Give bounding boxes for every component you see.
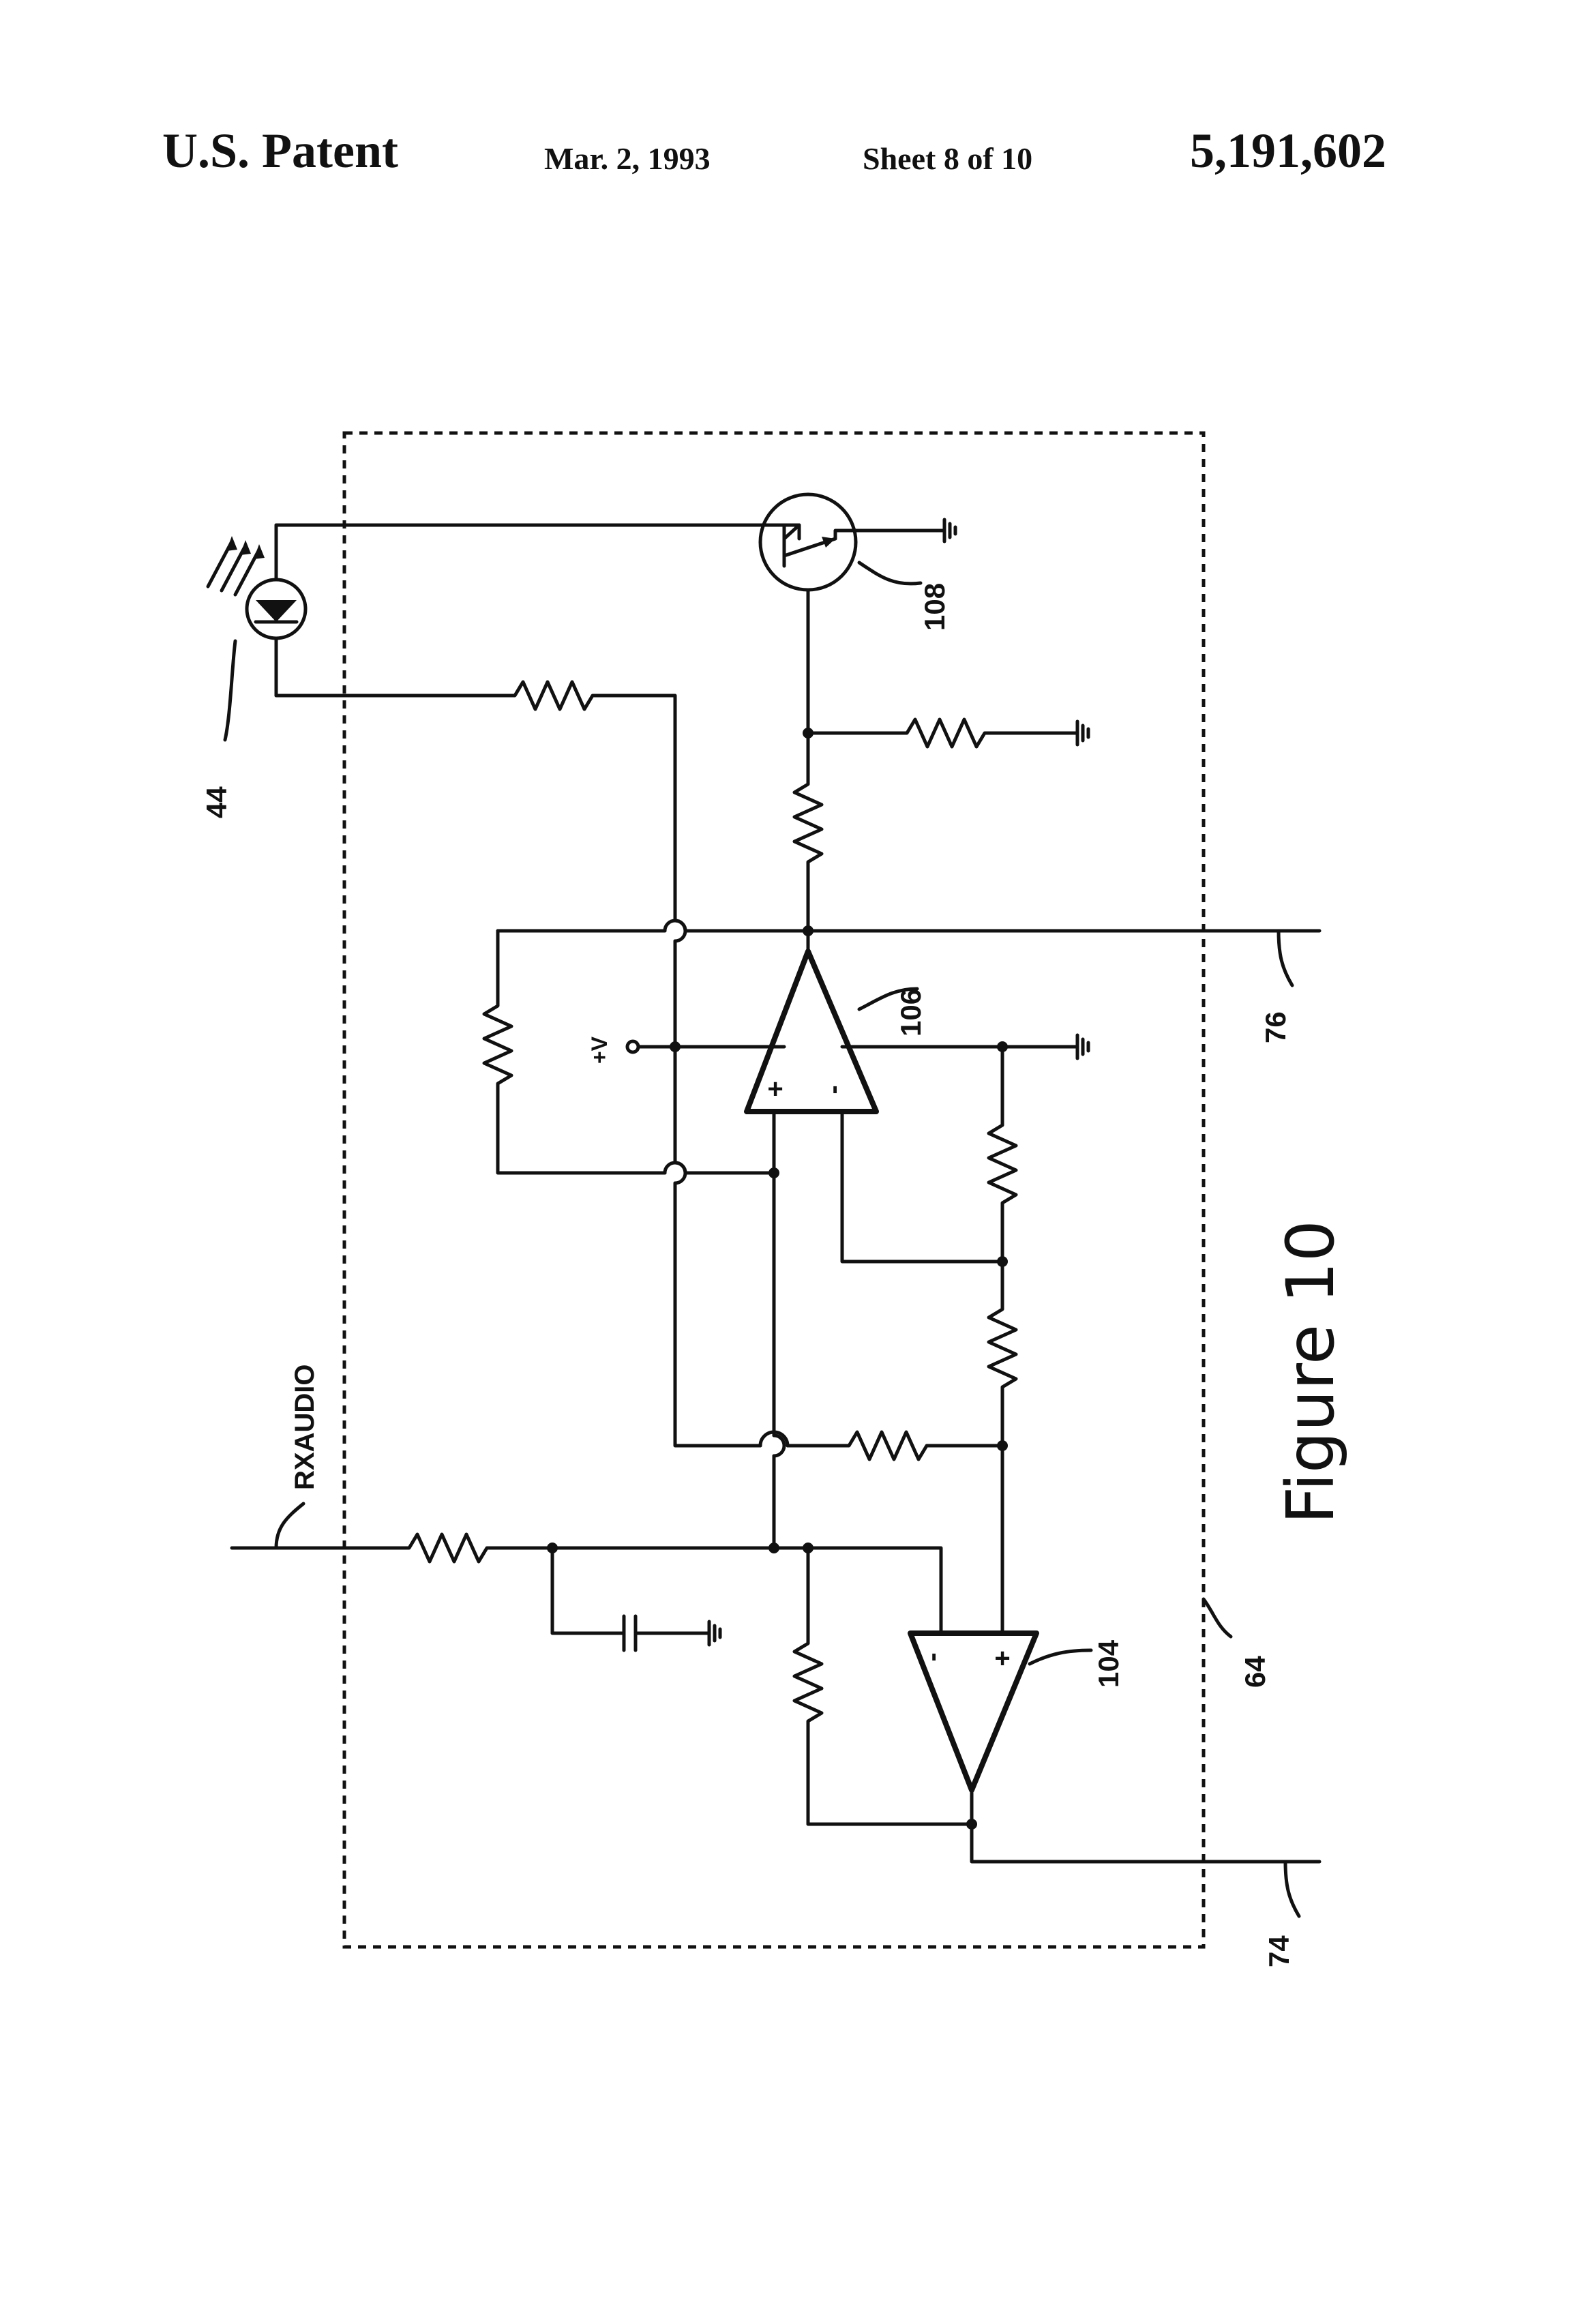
resistor-gain-middle <box>989 1262 1016 1446</box>
resistor-input <box>232 1534 941 1633</box>
leader-76 <box>1279 931 1292 985</box>
output-74-line <box>972 1790 1319 1862</box>
label-44: 44 <box>200 786 233 818</box>
label-106: 106 <box>895 989 927 1037</box>
resistor-base-ground <box>808 719 1088 747</box>
leader-104 <box>1030 1650 1091 1664</box>
resistor-led-series <box>276 682 675 921</box>
amp-104-minus: - <box>917 1652 947 1661</box>
label-104: 104 <box>1092 1639 1124 1688</box>
resistor-feedback-lower <box>788 1432 1002 1459</box>
leader-74 <box>1285 1862 1299 1916</box>
leader-44 <box>225 641 235 740</box>
label-supply: +V <box>587 1036 612 1064</box>
figure-caption: Figure 10 <box>1272 1220 1349 1524</box>
resistor-feedback-104 <box>794 1548 972 1824</box>
resistor-gain-upper <box>989 1047 1016 1262</box>
label-108: 108 <box>919 583 951 631</box>
label-76: 76 <box>1259 1011 1292 1043</box>
label-74: 74 <box>1263 1935 1295 1967</box>
op-amp-106 <box>747 931 876 1112</box>
amp-106-plus: + <box>767 1074 783 1104</box>
label-64: 64 <box>1239 1656 1271 1688</box>
led-44 <box>208 525 305 696</box>
resistor-base-series <box>794 733 822 931</box>
capacitor-input <box>552 1548 720 1650</box>
amp-104-plus: + <box>994 1643 1010 1673</box>
wire-led-collector <box>276 525 799 539</box>
amp-106-minus: - <box>818 1085 848 1094</box>
leader-64 <box>1204 1599 1231 1637</box>
label-rxaudio: RXAUDIO <box>290 1365 320 1490</box>
